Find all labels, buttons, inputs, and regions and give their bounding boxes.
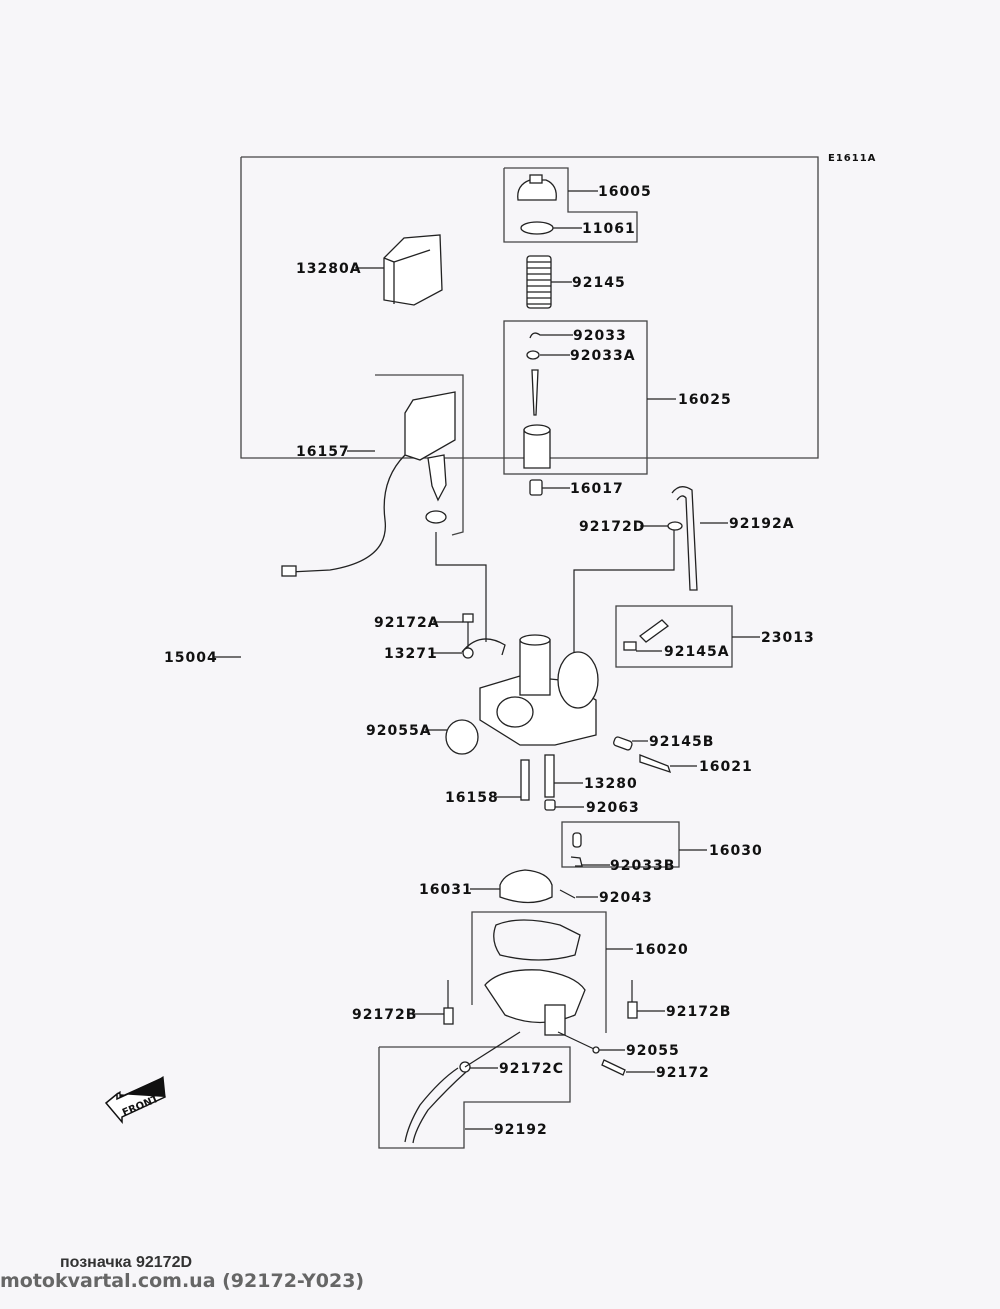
clamp-92172C-axis xyxy=(464,1031,521,1068)
label-92145B: 92145B xyxy=(649,734,714,750)
label-92043: 92043 xyxy=(599,890,653,906)
clamp-92172D-drawing xyxy=(667,521,683,531)
label-16158: 16158 xyxy=(445,790,499,806)
label-16030: 16030 xyxy=(709,843,763,859)
spring-92145-drawing xyxy=(526,255,552,309)
label-13280: 13280 xyxy=(584,776,638,792)
needle-drawing xyxy=(531,369,539,416)
starter-16157-drawing xyxy=(281,391,456,577)
label-92063: 92063 xyxy=(586,800,640,816)
cover-13280A-drawing xyxy=(383,234,443,306)
oring-92055-drawing xyxy=(592,1046,600,1054)
group-16025-frame xyxy=(503,320,648,475)
label-92172C: 92172C xyxy=(499,1061,564,1077)
label-92172B-left: 92172B xyxy=(352,1007,417,1023)
diagram-code: E1611A xyxy=(828,153,876,164)
float-16031-drawing xyxy=(499,869,553,904)
label-16031: 16031 xyxy=(419,882,473,898)
group-16005-frame xyxy=(503,167,638,243)
group-16020-frame xyxy=(471,911,607,1033)
label-92192: 92192 xyxy=(494,1122,548,1138)
group-16157-frame xyxy=(375,374,464,536)
jet-16017-drawing xyxy=(529,479,543,496)
label-92172D: 92172D xyxy=(579,519,645,535)
label-92192A: 92192A xyxy=(729,516,795,532)
label-92055A: 92055A xyxy=(366,723,432,739)
screw-92172B-left-drawing xyxy=(443,1007,454,1025)
washer-13271-drawing xyxy=(462,647,474,659)
label-13280A: 13280A xyxy=(296,261,362,277)
label-92172: 92172 xyxy=(656,1065,710,1081)
front-arrow-icon: FRONT xyxy=(104,1075,166,1125)
site-watermark: motokvartal.com.ua (92172-Y023) xyxy=(0,1270,365,1292)
piston-drawing xyxy=(523,424,551,469)
label-16005: 16005 xyxy=(598,184,652,200)
spring-92145B-drawing xyxy=(613,736,633,751)
label-23013: 23013 xyxy=(761,630,815,646)
screw-92172A-drawing xyxy=(462,613,474,648)
label-92172B-right: 92172B xyxy=(666,1004,731,1020)
label-92172A: 92172A xyxy=(374,615,440,631)
clip-92033A-drawing xyxy=(526,350,540,360)
clip-92033B-drawing xyxy=(570,856,583,867)
float-valve-drawing xyxy=(572,832,582,848)
screw-16021-drawing xyxy=(639,754,672,774)
group-92192-frame xyxy=(378,1046,571,1149)
cap-16005-drawing xyxy=(517,174,557,201)
label-92033A: 92033A xyxy=(570,348,636,364)
pin-92043-drawing xyxy=(559,889,576,899)
gasket-16020-drawing xyxy=(493,919,581,961)
carburetor-body-drawing xyxy=(479,634,599,746)
screw-92172-drawing xyxy=(601,1059,626,1076)
label-13271: 13271 xyxy=(384,646,438,662)
oring-92055-axis xyxy=(557,1031,595,1050)
label-11061: 11061 xyxy=(582,221,636,237)
label-16157: 16157 xyxy=(296,444,350,460)
leader-16157-to-body xyxy=(435,532,487,642)
label-16021: 16021 xyxy=(699,759,753,775)
label-92145: 92145 xyxy=(572,275,626,291)
hose-92192A-drawing xyxy=(671,486,698,591)
label-92055: 92055 xyxy=(626,1043,680,1059)
label-16025: 16025 xyxy=(678,392,732,408)
clip-92033-drawing xyxy=(529,332,550,339)
ring-11061-drawing xyxy=(520,221,554,235)
float-bowl-drawing xyxy=(484,969,586,1036)
jet-16158-drawing xyxy=(520,759,530,801)
label-16017: 16017 xyxy=(570,481,624,497)
hose-92192-drawing xyxy=(404,1067,467,1144)
group-16030-frame xyxy=(561,821,680,868)
jet-92063-drawing xyxy=(544,799,556,811)
assembly-frame xyxy=(240,156,819,459)
screw-23013-drawing xyxy=(623,619,669,651)
label-92033: 92033 xyxy=(573,328,627,344)
label-92145A: 92145A xyxy=(664,644,730,660)
leader-92172D-to-body xyxy=(573,530,675,660)
oring-92055A-drawing xyxy=(445,719,479,755)
part-caption: позначка 92172D xyxy=(60,1254,193,1271)
jet-13280-drawing xyxy=(544,754,555,798)
screw-92172B-right-drawing xyxy=(627,1001,638,1019)
label-15004: 15004 xyxy=(164,650,218,666)
label-16020: 16020 xyxy=(635,942,689,958)
label-92033B: 92033B xyxy=(610,858,675,874)
